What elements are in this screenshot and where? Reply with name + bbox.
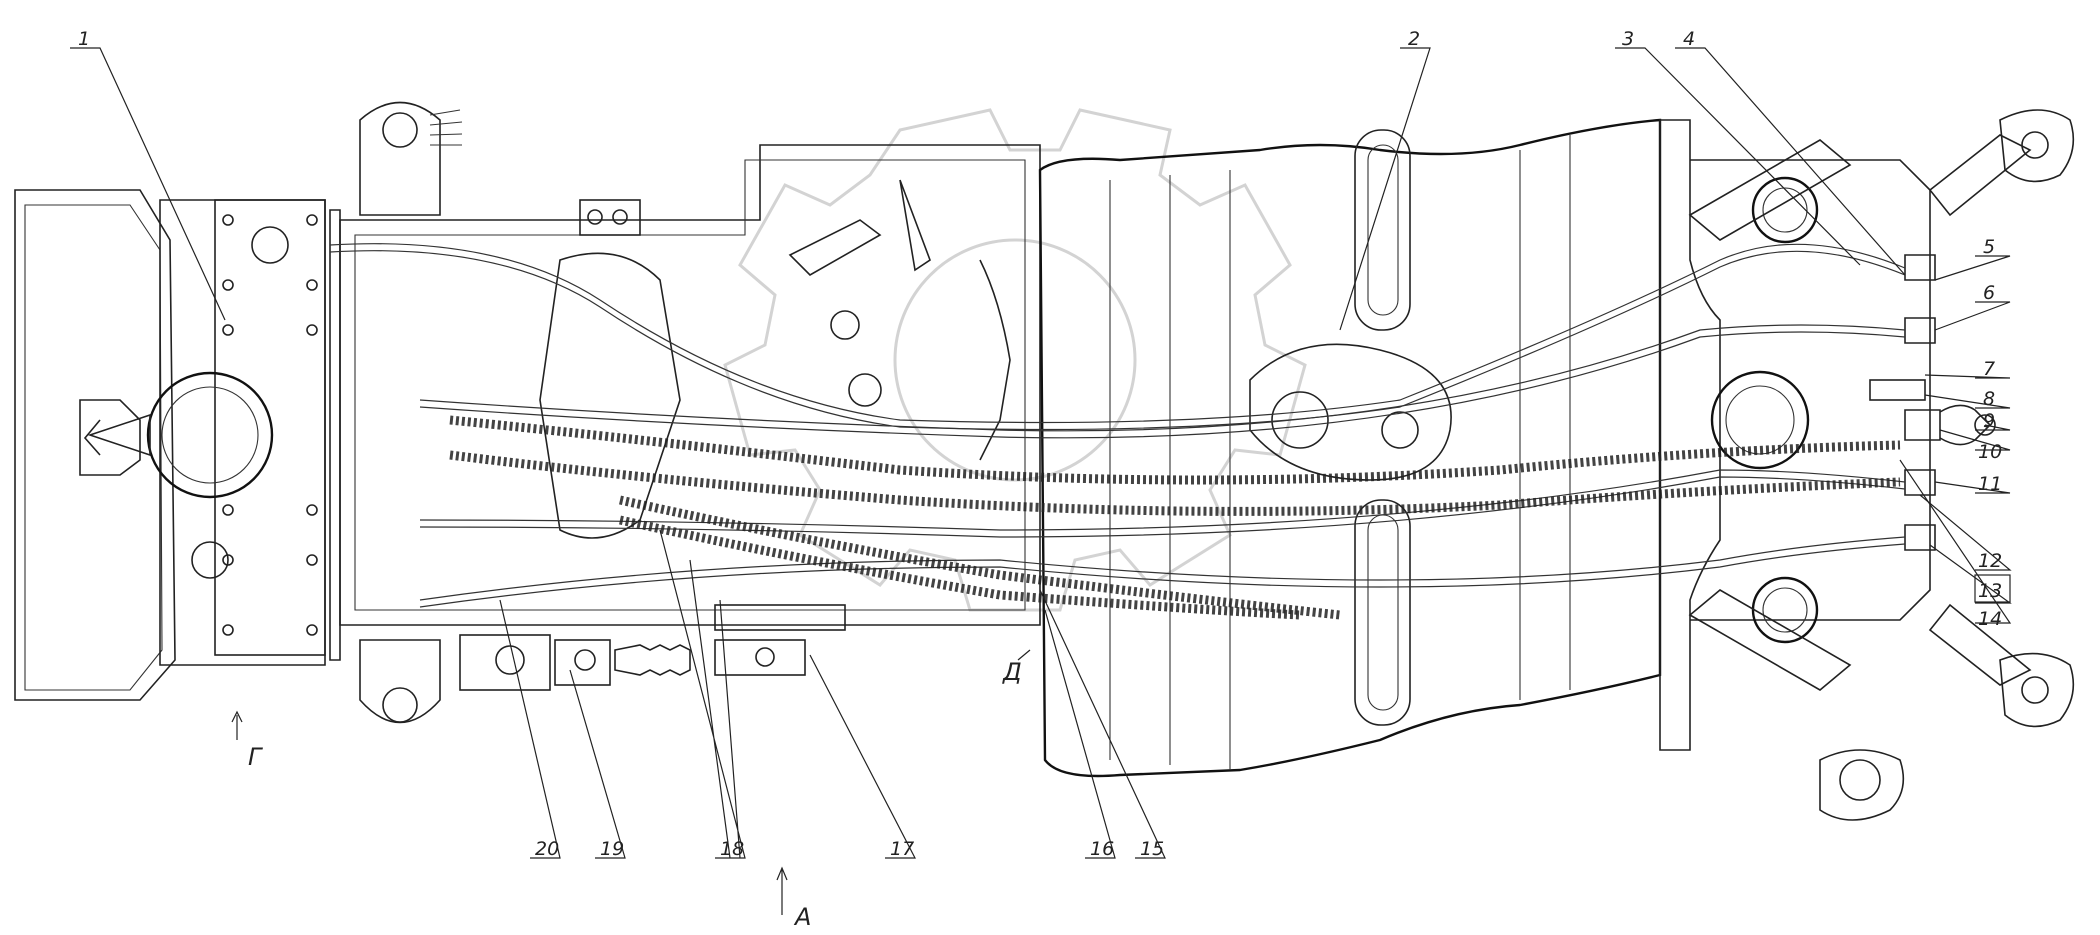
callout-13-box bbox=[1974, 574, 2011, 603]
callout-1: 1 bbox=[78, 28, 90, 50]
callout-2: 2 bbox=[1408, 28, 1420, 50]
callout-18: 18 bbox=[720, 838, 744, 860]
braided-hoses bbox=[449, 415, 1901, 620]
fuel-tank bbox=[1038, 118, 1662, 778]
rear-frame bbox=[1659, 119, 1931, 821]
part-1-cover-plate bbox=[87, 199, 326, 656]
callout-15: 15 bbox=[1140, 838, 1164, 860]
bottom-valve-assembly bbox=[459, 604, 846, 691]
central-body bbox=[339, 144, 1041, 626]
callout-labels: 1 2 3 4 5 6 7 8 9 10 11 12 13 14 15 16 1… bbox=[78, 28, 2002, 860]
callout-8: 8 bbox=[1983, 388, 1995, 410]
callout-13: 13 bbox=[1978, 580, 2002, 602]
top-bracket bbox=[359, 101, 463, 216]
view-marker-a: А bbox=[793, 903, 811, 931]
hydraulic-hoses bbox=[329, 243, 1906, 608]
callout-7: 7 bbox=[1983, 358, 1995, 380]
leader-lines bbox=[70, 47, 2012, 859]
callout-9: 9 bbox=[1983, 410, 1995, 432]
view-marker-d: Д bbox=[1002, 658, 1022, 686]
callout-16: 16 bbox=[1090, 838, 1114, 860]
rear-couplings bbox=[1869, 254, 1996, 551]
callout-3: 3 bbox=[1622, 28, 1634, 50]
left-housing bbox=[14, 189, 341, 701]
callout-14: 14 bbox=[1978, 608, 2002, 630]
view-marker-labels: Г А Д bbox=[248, 658, 1022, 931]
callout-11: 11 bbox=[1978, 473, 2002, 495]
bottom-bracket bbox=[359, 639, 441, 724]
callout-17: 17 bbox=[890, 838, 914, 860]
callout-12: 12 bbox=[1978, 550, 2002, 572]
view-arrows bbox=[231, 649, 1031, 915]
view-marker-g: Г bbox=[248, 743, 263, 771]
callout-19: 19 bbox=[600, 838, 624, 860]
callout-6: 6 bbox=[1983, 282, 1995, 304]
watermark-gear bbox=[723, 108, 1307, 612]
callout-4: 4 bbox=[1683, 28, 1695, 50]
callout-20: 20 bbox=[535, 838, 559, 860]
callout-5: 5 bbox=[1983, 236, 1995, 258]
callout-10: 10 bbox=[1978, 441, 2002, 463]
hitch-links bbox=[1928, 109, 2075, 728]
